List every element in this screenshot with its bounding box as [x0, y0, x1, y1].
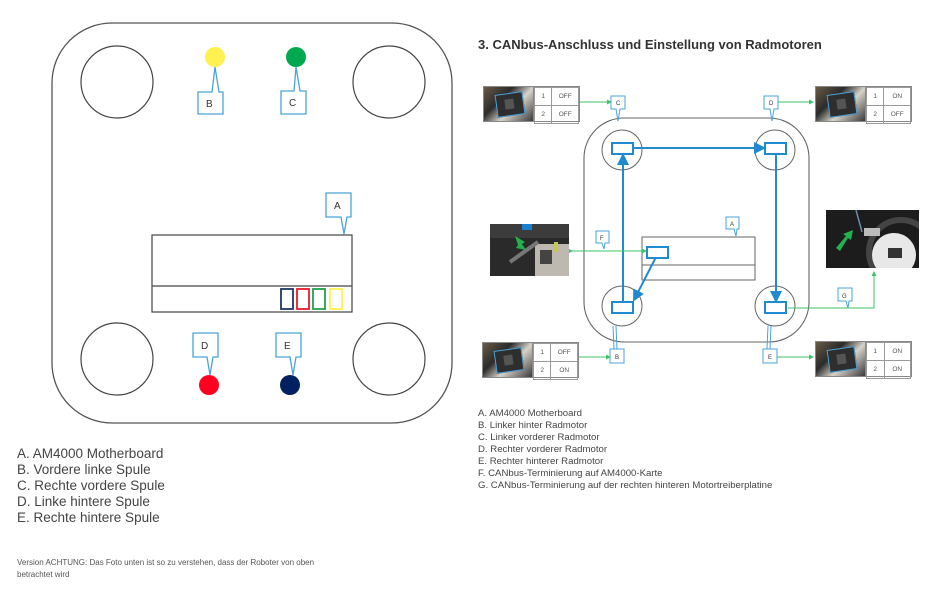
wheel-rear-left: [80, 322, 154, 396]
dip-state: OFF: [883, 105, 911, 124]
photo-termination-f: [490, 224, 569, 276]
orientation-note: Version ACHTUNG: Das Foto unten ist so z…: [17, 558, 315, 579]
coil-c-front-right: [286, 47, 306, 67]
right-legend-item: A. AM4000 Motherboard: [478, 408, 582, 419]
right-legend-item: D. Rechter vorderer Radmotor: [478, 444, 608, 455]
callout-c: C: [280, 66, 307, 115]
dip-switch-photo: [816, 342, 866, 376]
driver-c: [611, 142, 634, 155]
dip-state: ON: [883, 360, 912, 379]
left-legend-item: E. Rechte hintere Spule: [17, 510, 160, 525]
dip-pin: 2: [533, 105, 553, 124]
right-callout-f-label: F: [600, 236, 604, 242]
right-callout-c-label: C: [616, 101, 621, 107]
photo-f-graphic: [490, 224, 569, 276]
right-callout-b: B: [609, 325, 625, 364]
coil-d-rear-left: [199, 375, 219, 395]
dip-state: ON: [883, 342, 912, 361]
wheel-front-left: [80, 45, 154, 119]
driver-b: [611, 301, 634, 314]
right-callout-f: F: [595, 230, 610, 250]
callout-a: A: [325, 192, 352, 235]
left-legend-item: C. Rechte vordere Spule: [17, 478, 165, 493]
left-legend-item: A. AM4000 Motherboard: [17, 446, 164, 461]
callout-a-label: A: [334, 201, 341, 212]
canbus-lines: [617, 142, 782, 303]
bus-a-to-b: [633, 256, 657, 302]
dip-pin: 1: [865, 87, 885, 106]
callout-d: D: [192, 332, 219, 376]
right-callout-e: E: [762, 325, 778, 364]
dip-pin: 2: [865, 105, 885, 124]
dip-state: OFF: [551, 87, 579, 106]
arrow-icon: [515, 236, 526, 250]
dip-switch-photo: [484, 87, 534, 121]
connector-yellow: [329, 288, 343, 310]
callout-e: E: [275, 332, 302, 376]
callout-d-label: D: [201, 341, 208, 352]
wheel-rear-right: [352, 322, 426, 396]
right-callout-d-label: D: [769, 101, 774, 107]
dip-pin: 2: [865, 360, 885, 379]
wheel-front-right: [352, 45, 426, 119]
dip-pin: 1: [533, 87, 553, 106]
right-legend-item: E. Rechter hinterer Radmotor: [478, 456, 604, 467]
connector-red: [296, 288, 310, 310]
dip-switch-photo: [816, 87, 866, 121]
arrow-icon: [836, 230, 853, 251]
right-callout-d: D: [763, 95, 779, 122]
dip-state: OFF: [551, 105, 579, 124]
right-callout-g-label: G: [842, 294, 847, 300]
callout-b-label: B: [206, 99, 213, 110]
dip-pin: 2: [532, 361, 552, 380]
termination-f-box: [646, 246, 669, 259]
robot-body-outline: [51, 22, 453, 424]
dip-pin: 1: [865, 342, 885, 361]
connector-green: [312, 288, 326, 310]
photo-termination-g: [826, 210, 919, 268]
dip-state: OFF: [550, 343, 578, 362]
link-photo-g: [788, 271, 877, 309]
section-title: 3. CANbus-Anschluss und Einstellung von …: [478, 37, 822, 52]
right-legend-item: C. Linker vorderer Radmotor: [478, 432, 600, 443]
photo-g-graphic: [826, 210, 919, 268]
dip-state: ON: [883, 87, 911, 106]
left-legend-item: D. Linke hintere Spule: [17, 494, 150, 509]
coil-b-front-left: [205, 47, 225, 67]
dip-pin: 1: [532, 343, 552, 362]
callout-e-label: E: [284, 341, 291, 352]
right-callout-b-label: B: [615, 355, 619, 361]
switch-links: [568, 99, 877, 360]
right-callout-e-label: E: [768, 355, 772, 361]
left-legend-item: B. Vordere linke Spule: [17, 462, 151, 477]
right-robot-outline: [583, 117, 810, 343]
right-callout-a: A: [725, 216, 740, 237]
callout-c-label: C: [289, 98, 296, 109]
coil-e-rear-right: [280, 375, 300, 395]
right-legend: A. AM4000 Motherboard B. Linker hinter R…: [478, 408, 772, 492]
right-legend-item: B. Linker hinter Radmotor: [478, 420, 588, 431]
dip-state: ON: [550, 361, 578, 380]
connector-dark-blue: [280, 288, 294, 310]
right-callout-c: C: [610, 95, 626, 122]
callout-b: B: [197, 66, 224, 115]
right-legend-item: G. CANbus-Terminierung auf der rechten h…: [478, 480, 773, 491]
left-legend: A. AM4000 Motherboard B. Vordere linke S…: [17, 446, 165, 526]
right-legend-item: F. CANbus-Terminierung auf AM4000-Karte: [478, 468, 663, 479]
driver-e: [764, 301, 787, 314]
dip-switch-photo: [483, 343, 533, 377]
right-callout-a-label: A: [730, 222, 734, 228]
driver-d: [764, 142, 787, 155]
right-callout-g: G: [837, 287, 853, 309]
